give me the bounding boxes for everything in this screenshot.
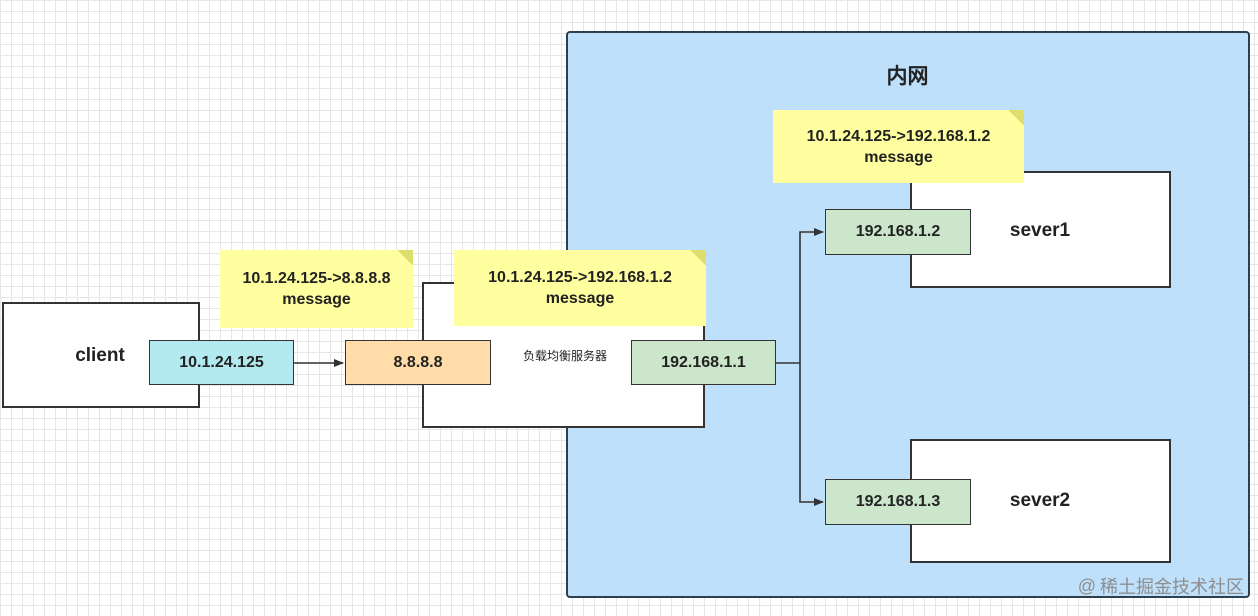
- watermark-text: 稀土掘金技术社区: [1100, 577, 1244, 597]
- server2-label: sever2: [1009, 490, 1071, 511]
- note-lb-forward[interactable]: 10.1.24.125->192.168.1.2 message: [454, 250, 706, 326]
- note-at-server1[interactable]: 10.1.24.125->192.168.1.2 message: [773, 110, 1024, 183]
- watermark-at-symbol: @: [1077, 575, 1096, 596]
- load-balancer-public-ip-port[interactable]: 8.8.8.8: [345, 340, 491, 385]
- client-label: client: [75, 345, 125, 366]
- watermark: @ 稀土掘金技术社区: [1078, 572, 1244, 600]
- lb-to-server2-arrow: [799, 363, 824, 506]
- note-client-to-lb[interactable]: 10.1.24.125->8.8.8.8 message: [220, 250, 413, 328]
- load-balancer-label: 负载均衡服务器: [522, 348, 607, 363]
- lb-to-server1-arrow: [799, 228, 824, 363]
- note-line: message: [864, 148, 933, 166]
- server1-node[interactable]: [910, 171, 1171, 288]
- note-line: message: [282, 291, 351, 308]
- client-ip-port[interactable]: 10.1.24.125: [149, 340, 294, 385]
- note-line: 10.1.24.125->8.8.8.8: [242, 270, 391, 287]
- load-balancer-private-ip-port[interactable]: 192.168.1.1: [631, 340, 776, 385]
- server1-ip-port[interactable]: 192.168.1.2: [825, 209, 971, 255]
- note-line: 10.1.24.125->192.168.1.2: [806, 127, 991, 145]
- note-line: 10.1.24.125->192.168.1.2: [488, 269, 672, 286]
- server2-ip-port[interactable]: 192.168.1.3: [825, 479, 971, 525]
- intranet-title: 内网: [886, 65, 929, 88]
- server1-label: sever1: [1009, 220, 1071, 241]
- note-line: message: [545, 290, 615, 307]
